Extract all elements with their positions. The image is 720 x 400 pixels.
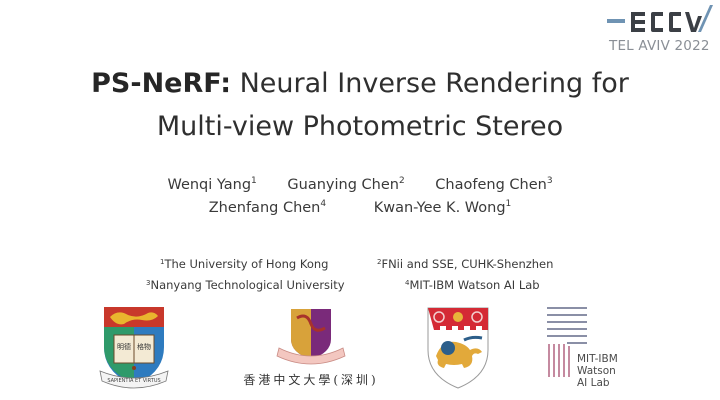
affiliation: 1The University of Hong Kong [160, 257, 328, 271]
affiliation-name: FNii and SSE, CUHK-Shenzhen [381, 257, 554, 271]
authors-row2: Zhenfang Chen4 Kwan-Yee K. Wong1 [0, 199, 720, 216]
author-name: Chaofeng Chen [435, 177, 547, 193]
affiliation: 3Nanyang Technological University [146, 278, 345, 292]
affiliation-num: 3 [146, 279, 151, 287]
cuhk-caption: 香港中文大學(深圳) [243, 373, 379, 387]
paper-title-rest: Neural Inverse Rendering for [231, 68, 629, 99]
mit-ibm-watson-logo: MIT-IBM Watson AI Lab [547, 306, 637, 390]
author: Guanying Chen2 [287, 176, 405, 193]
author-name: Zhenfang Chen [208, 200, 321, 216]
svg-text:格物: 格物 [137, 342, 151, 351]
affiliation: 4MIT-IBM Watson AI Lab [405, 278, 540, 292]
affiliation-name: Nanyang Technological University [150, 278, 345, 292]
author-affiliation-num: 2 [398, 176, 405, 186]
svg-text:SAPIENTIA ET VIRTUS: SAPIENTIA ET VIRTUS [107, 378, 160, 384]
author-name: Guanying Chen [287, 177, 399, 193]
author-affiliation-num: 1 [251, 176, 257, 186]
mit-ibm-line2: Watson [577, 365, 616, 377]
author: Kwan-Yee K. Wong1 [373, 199, 512, 216]
eccv-wordmark-icon [607, 5, 713, 32]
author-affiliation-num: 3 [546, 176, 553, 186]
author-affiliation-num: 4 [320, 199, 327, 209]
author: Wenqi Yang1 [167, 176, 257, 193]
mit-ibm-text: MIT-IBM Watson AI Lab [577, 353, 618, 389]
paper-title-line1: PS-NeRF: Neural Inverse Rendering for [0, 70, 720, 97]
svg-text:明德: 明德 [117, 342, 131, 351]
paper-title-line2: Multi-view Photometric Stereo [156, 111, 564, 142]
mit-ibm-line3: AI Lab [577, 377, 610, 389]
affiliation-num: 1 [160, 258, 165, 266]
affiliation-name: The University of Hong Kong [164, 257, 329, 271]
mit-ibm-stripes-icon [547, 307, 587, 377]
hku-crest-icon: 明德 格物 SAPIENTIA ET VIRTUS [99, 307, 169, 389]
paper-title-bold: PS-NeRF: [91, 68, 232, 99]
cuhk-shenzhen-logo: 香港中文大學(深圳) [243, 306, 376, 392]
affiliation: 2FNii and SSE, CUHK-Shenzhen [377, 257, 553, 271]
author: Chaofeng Chen3 [435, 176, 553, 193]
author: Zhenfang Chen4 [208, 199, 327, 216]
authors-row1: Wenqi Yang1 Guanying Chen2 Chaofeng Chen… [0, 176, 720, 193]
affiliation-num: 4 [405, 279, 410, 287]
author-affiliation-num: 1 [505, 199, 512, 209]
author-name: Wenqi Yang [167, 177, 252, 193]
eccv-logo: TEL AVIV 2022 [605, 4, 717, 56]
cuhk-crest-icon [276, 309, 346, 365]
hku-logo: 明德 格物 SAPIENTIA ET VIRTUS [98, 305, 170, 391]
ntu-logo [424, 306, 492, 390]
ntu-crest-icon [427, 307, 489, 389]
affiliation-name: MIT-IBM Watson AI Lab [409, 278, 540, 292]
eccv-location: TEL AVIV 2022 [609, 38, 710, 54]
author-name: Kwan-Yee K. Wong [373, 200, 506, 216]
mit-ibm-line1: MIT-IBM [577, 353, 618, 365]
affiliation-num: 2 [377, 258, 382, 266]
